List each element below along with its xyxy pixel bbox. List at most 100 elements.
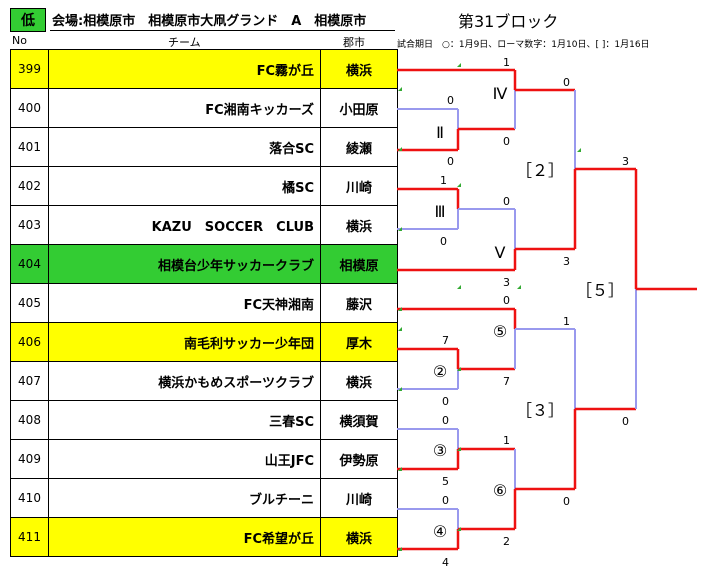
marker-icon xyxy=(398,387,402,391)
score: 3 xyxy=(563,255,570,268)
venue-title: 会場:相模原市 相模原市大凧グランド A 相模原市 xyxy=(52,14,367,29)
score: 5 xyxy=(442,475,449,488)
marker-icon xyxy=(398,327,402,331)
team-city: 藤沢 xyxy=(320,283,398,323)
marker-icon xyxy=(457,63,461,67)
team-number: 402 xyxy=(10,166,49,206)
score: 0 xyxy=(442,414,449,427)
bracket-markers xyxy=(398,63,581,551)
round-label-ii: Ⅱ xyxy=(436,123,444,142)
marker-icon xyxy=(398,147,402,151)
round-label-circle-3: ③ xyxy=(433,441,447,460)
schedule-legend: 試合期日 ○：1月9日、ローマ数字：1月10日、[ ]：1月16日 xyxy=(397,40,650,50)
score: 4 xyxy=(442,556,449,569)
team-city: 小田原 xyxy=(320,88,398,128)
marker-icon xyxy=(457,183,461,187)
team-city: 厚木 xyxy=(320,322,398,362)
team-name: 南毛利サッカー少年団 xyxy=(48,322,321,362)
venue-underline xyxy=(50,30,395,31)
round-label-iv: Ⅳ xyxy=(493,84,508,103)
marker-icon xyxy=(457,527,461,531)
team-number: 411 xyxy=(10,517,49,557)
team-name: FC希望が丘 xyxy=(48,517,321,557)
team-name: 三春SC xyxy=(48,400,321,440)
marker-icon xyxy=(398,87,402,91)
team-name: FC湘南キッカーズ xyxy=(48,88,321,128)
score: 7 xyxy=(503,375,510,388)
score: 0 xyxy=(503,195,510,208)
team-number: 409 xyxy=(10,439,49,479)
team-city: 横浜 xyxy=(320,517,398,557)
score: 2 xyxy=(503,535,510,548)
marker-icon xyxy=(457,285,461,289)
score: 0 xyxy=(503,135,510,148)
score: 1 xyxy=(503,434,510,447)
grade-badge: 低 xyxy=(10,8,46,32)
score: 7 xyxy=(442,334,449,347)
round-label-circle-2: ② xyxy=(433,362,447,381)
block-title: 第31ブロック xyxy=(458,12,559,31)
score: 0 xyxy=(447,94,454,107)
marker-icon xyxy=(457,447,461,451)
team-name: 相模台少年サッカークラブ xyxy=(48,244,321,284)
team-city: 相模原 xyxy=(320,244,398,284)
team-name: 横浜かもめスポーツクラブ xyxy=(48,361,321,401)
round-label-circle-5: ⑤ xyxy=(493,322,507,341)
round-label-bracket-2: ［２］ xyxy=(516,161,564,180)
column-header-city: 郡市 xyxy=(343,36,365,49)
marker-icon xyxy=(398,467,402,471)
marker-icon xyxy=(517,285,521,289)
bracket-lines xyxy=(397,68,697,551)
round-label-bracket-3: ［３］ xyxy=(516,401,564,420)
marker-icon xyxy=(398,547,402,551)
column-header-team: チーム xyxy=(168,36,201,49)
score: 0 xyxy=(563,76,570,89)
team-number: 406 xyxy=(10,322,49,362)
score: 0 xyxy=(442,494,449,507)
score: 1 xyxy=(440,174,447,187)
team-city: 伊勢原 xyxy=(320,439,398,479)
round-label-bracket-5: ［５］ xyxy=(576,281,624,300)
score: 3 xyxy=(622,155,629,168)
team-name: 山王JFC xyxy=(48,439,321,479)
team-name: FC霧が丘 xyxy=(48,49,321,89)
score: 0 xyxy=(447,155,454,168)
score: 0 xyxy=(442,395,449,408)
marker-icon xyxy=(457,367,461,371)
score: 3 xyxy=(503,276,510,289)
team-name: 落合SC xyxy=(48,127,321,167)
marker-icon xyxy=(398,227,402,231)
team-number: 399 xyxy=(10,49,49,89)
score: 0 xyxy=(440,235,447,248)
team-city: 川崎 xyxy=(320,478,398,518)
round-label-circle-4: ④ xyxy=(433,522,447,541)
team-number: 400 xyxy=(10,88,49,128)
round-label-v: Ⅴ xyxy=(495,243,506,262)
score: 0 xyxy=(622,415,629,428)
marker-icon xyxy=(398,307,402,311)
team-city: 綾瀬 xyxy=(320,127,398,167)
team-number: 403 xyxy=(10,205,49,245)
team-name: 橘SC xyxy=(48,166,321,206)
marker-icon xyxy=(577,148,581,152)
round-label-iii: Ⅲ xyxy=(434,202,445,221)
score: 0 xyxy=(563,495,570,508)
column-header-no: No xyxy=(12,34,27,47)
round-label-circle-6: ⑥ xyxy=(493,481,507,500)
team-city: 川崎 xyxy=(320,166,398,206)
score: 0 xyxy=(503,294,510,307)
team-city: 横浜 xyxy=(320,49,398,89)
team-number: 404 xyxy=(10,244,49,284)
